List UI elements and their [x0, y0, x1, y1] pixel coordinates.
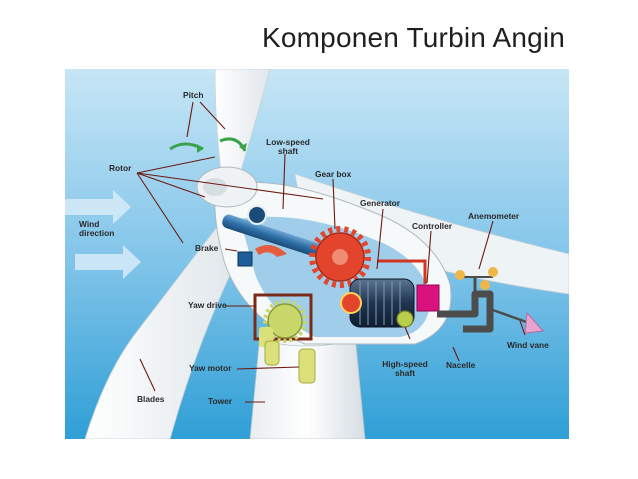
label-wind-direction: Wind direction: [79, 220, 114, 238]
leader-lines: [136, 101, 526, 403]
gear-box: [309, 226, 371, 288]
label-high-speed-line2: shaft: [394, 367, 415, 378]
label-low-speed-line2: shaft: [277, 145, 298, 156]
label-generator: Generator: [360, 198, 401, 208]
label-nacelle: Nacelle: [446, 360, 476, 370]
label-pitch: Pitch: [183, 90, 204, 100]
yaw-motor: [298, 348, 316, 384]
wind-direction-arrows: [65, 190, 141, 279]
label-tower: Tower: [208, 396, 233, 406]
label-yaw-drive: Yaw drive: [188, 300, 227, 310]
controller: [416, 284, 440, 312]
label-wind-line1: Wind: [79, 219, 100, 229]
label-low-speed-line1: Low-speed: [266, 137, 310, 147]
label-rotor: Rotor: [109, 163, 132, 173]
high-speed-shaft: [396, 310, 414, 328]
label-high-speed-line1: High-speed: [382, 359, 428, 369]
label-low-speed-shaft: Low-speed shaft: [258, 138, 318, 156]
label-yaw-motor: Yaw motor: [189, 363, 232, 373]
label-controller: Controller: [412, 221, 453, 231]
bottom-blade: [84, 195, 241, 439]
brake: [237, 251, 253, 267]
anemometer: [455, 267, 498, 297]
label-wind-line2: direction: [79, 227, 115, 238]
turbine-illustration: [65, 69, 569, 439]
label-gear-box: Gear box: [315, 169, 352, 179]
label-anemometer: Anemometer: [468, 211, 520, 221]
label-blades: Blades: [137, 394, 165, 404]
label-high-speed-shaft: High-speed shaft: [375, 360, 435, 378]
label-wind-vane: Wind vane: [507, 340, 549, 350]
wind-vane: [489, 307, 545, 334]
slide-title: Komponen Turbin Angin: [262, 22, 566, 53]
yaw-drive: [253, 293, 313, 347]
wind-turbine-diagram: Pitch Rotor Low-speed shaft Gear box Gen…: [65, 69, 569, 439]
instrument-mast: [437, 290, 494, 333]
label-brake: Brake: [195, 243, 219, 253]
low-speed-shaft: [222, 214, 338, 262]
